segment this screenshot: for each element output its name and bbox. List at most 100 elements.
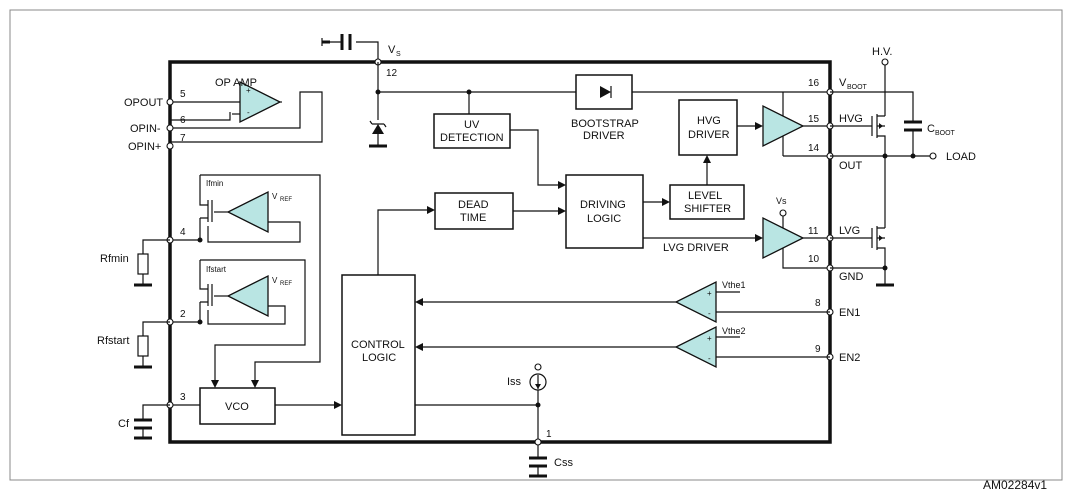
- hs-mosfet: [830, 114, 886, 156]
- load-node: [929, 152, 937, 160]
- vref-2-sub: REF: [280, 281, 292, 287]
- op-amp-plus: +: [246, 86, 251, 95]
- control-logic-label-1: CONTROL: [351, 339, 405, 351]
- cmp2-plus: +: [707, 334, 712, 343]
- pin-num-12: 12: [386, 68, 398, 79]
- label-vs: V: [388, 44, 396, 56]
- pin-num-6: 6: [180, 115, 186, 126]
- driving-logic-label-1: DRIVING: [580, 199, 626, 211]
- label-iss: Iss: [507, 376, 522, 388]
- label-cf: Cf: [118, 418, 130, 430]
- rfmin-resistor: [137, 253, 149, 275]
- dead-time-block: [434, 192, 514, 230]
- pin-num-5: 5: [180, 89, 186, 100]
- hvg-driver-block: [678, 99, 738, 156]
- label-vs-sub: S: [396, 51, 401, 58]
- comparator-en1: [674, 280, 717, 324]
- vref-1: V: [272, 192, 278, 201]
- ifstart-amp: [226, 274, 269, 318]
- wire-ifstart-to-vco: [200, 259, 306, 386]
- dead-time-label-2: TIME: [460, 212, 486, 224]
- pin-num-15: 15: [808, 114, 820, 125]
- rfstart-resistor: [137, 335, 149, 357]
- label-vboot-sub: BOOT: [847, 84, 868, 91]
- vs-wire: [330, 41, 379, 62]
- figure-frame: [9, 9, 1063, 481]
- label-load: LOAD: [946, 151, 976, 163]
- label-rfmin: Rfmin: [100, 253, 129, 265]
- uv-detection-block: [433, 113, 511, 149]
- level-shifter-label-2: SHIFTER: [684, 203, 731, 215]
- vs-capacitor: [340, 34, 352, 50]
- label-ifmin: Ifmin: [206, 179, 223, 188]
- label-cboot: C: [927, 123, 935, 135]
- driving-logic-label-2: LOGIC: [587, 213, 621, 225]
- label-vthe2: Vthe2: [722, 326, 746, 336]
- figure-id: AM02284v1: [983, 478, 1047, 492]
- bootstrap-label-2: DRIVER: [583, 130, 625, 142]
- pin-opout: [166, 98, 174, 106]
- pin-num-16: 16: [808, 78, 820, 89]
- zener-diode: [372, 124, 384, 134]
- label-opout: OPOUT: [124, 97, 163, 109]
- wire-control-to-deadtime: [377, 209, 427, 275]
- wire-uv-to-driving: [510, 129, 558, 186]
- label-vs-small: Vs: [776, 196, 787, 206]
- cf-capacitor: [134, 418, 152, 430]
- label-opin-minus: OPIN-: [130, 123, 161, 135]
- label-out: OUT: [839, 160, 863, 172]
- pin-num-4: 4: [180, 227, 186, 238]
- label-cboot-sub: BOOT: [935, 130, 956, 137]
- pin-num-9: 9: [815, 344, 821, 355]
- label-css: Css: [554, 457, 573, 469]
- pin-css: [534, 438, 542, 446]
- pin-num-8: 8: [815, 298, 821, 309]
- op-amp-label: OP AMP: [215, 77, 257, 89]
- op-amp-minus: -: [247, 108, 250, 117]
- pin-num-1: 1: [546, 429, 552, 440]
- wire-ifmin-to-vco: [200, 174, 321, 386]
- pin-opin-plus: [166, 142, 174, 150]
- wire-op-feedback: [170, 91, 323, 143]
- op-amp: OP AMP + -: [215, 77, 282, 124]
- label-en2: EN2: [839, 352, 860, 364]
- uv-label-2: DETECTION: [440, 132, 504, 144]
- ifmin-amp: [226, 190, 269, 234]
- ls-mosfet: [830, 226, 886, 268]
- driving-logic-block: [565, 174, 644, 249]
- hv-node: [881, 58, 889, 66]
- vref-2: V: [272, 276, 278, 285]
- chip-boundary: [168, 60, 832, 444]
- uv-label-1: UV: [464, 119, 480, 131]
- pin-num-7: 7: [180, 133, 186, 144]
- label-vboot: V: [839, 77, 847, 89]
- dead-time-label-1: DEAD: [458, 199, 489, 211]
- label-ifstart: Ifstart: [206, 265, 227, 274]
- label-opin-plus: OPIN+: [128, 141, 161, 153]
- label-gnd: GND: [839, 271, 864, 283]
- bootstrap-diode: [600, 86, 611, 98]
- pin-num-11: 11: [808, 226, 819, 237]
- hvg-driver-label-1: HVG: [697, 115, 721, 127]
- pin-num-10: 10: [808, 254, 820, 265]
- lvg-driver-label: LVG DRIVER: [663, 242, 729, 254]
- vref-1-sub: REF: [280, 197, 292, 203]
- cboot-capacitor: [904, 120, 922, 132]
- pin-opin-minus: [166, 124, 174, 132]
- wire-vboot-ext: [830, 91, 914, 122]
- cmp1-plus: +: [707, 289, 712, 298]
- label-lvg: LVG: [839, 225, 860, 237]
- label-en1: EN1: [839, 307, 860, 319]
- vco-label: VCO: [225, 401, 249, 413]
- bootstrap-label-1: BOOTSTRAP: [571, 118, 639, 130]
- pin-num-3: 3: [180, 392, 186, 403]
- control-logic-label-2: LOGIC: [362, 352, 396, 364]
- vco-block: [199, 387, 276, 425]
- pin-num-2: 2: [180, 309, 186, 320]
- label-hv: H.V.: [872, 46, 892, 58]
- css-capacitor: [529, 456, 547, 468]
- comparator-en2: [674, 325, 717, 369]
- label-rfstart: Rfstart: [97, 335, 129, 347]
